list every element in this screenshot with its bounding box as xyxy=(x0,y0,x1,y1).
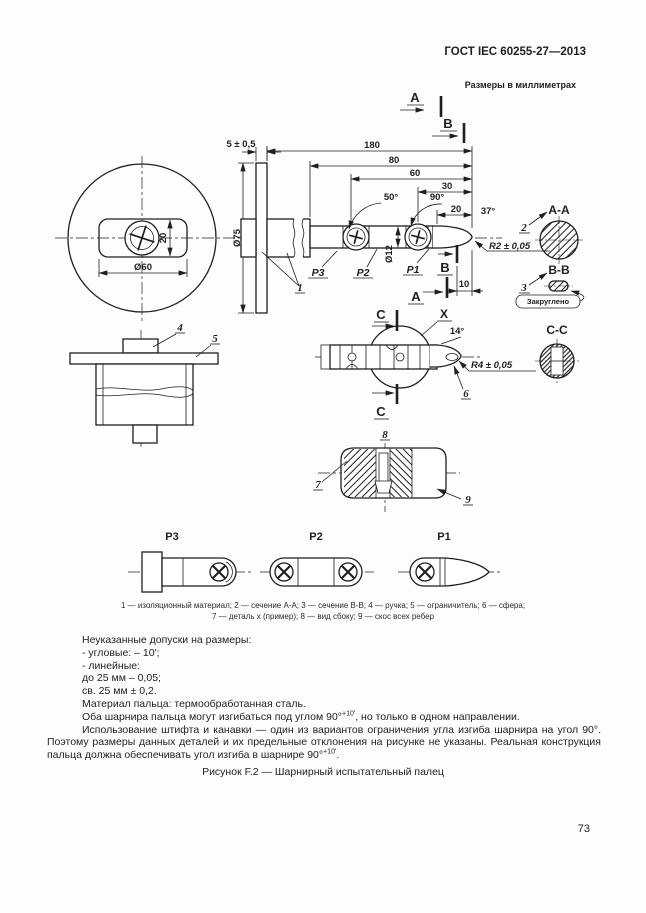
note-hinges-text: Оба шарнира пальца могут изгибаться под … xyxy=(82,710,342,723)
dim-5: 5 ± 0,5 xyxy=(227,139,257,150)
dim-90deg: 90° xyxy=(430,192,445,203)
rounded-note: Закруглено xyxy=(527,297,570,306)
part-label-p2: P2 xyxy=(357,267,370,279)
dim-dia60: Ø60 xyxy=(134,262,152,273)
section-mark-c-bottom: C xyxy=(376,404,386,419)
hinge-detail-view: 8 7 9 xyxy=(313,429,473,512)
section-aa-title: A-A xyxy=(548,203,570,217)
item-1: 1 xyxy=(297,282,303,294)
notes-block: Неуказанные допуски на размеры: - угловы… xyxy=(47,634,601,762)
detail-x-view: 14° R4 ± 0,05 6 X C C xyxy=(315,307,536,420)
dim-14deg: 14° xyxy=(450,326,465,337)
part-p3-title: P3 xyxy=(165,531,178,543)
note-hinges: Оба шарнира пальца могут изгибаться под … xyxy=(47,710,601,724)
note-pin-groove-sup: +10' xyxy=(323,748,337,756)
note-angular: - угловые: – 10'; xyxy=(82,646,160,659)
dim-80: 80 xyxy=(389,155,400,166)
dim-50deg: 50° xyxy=(384,192,399,203)
dim-37deg: 37° xyxy=(481,206,496,217)
dim-10: 10 xyxy=(459,279,470,290)
figure-legend: 1 — изоляционный материал; 2 — сечение А… xyxy=(40,600,606,622)
section-mark-c-top: C xyxy=(376,307,386,322)
note-material: Материал пальца: термообработанная сталь… xyxy=(82,697,306,710)
part-label-p1: P1 xyxy=(407,264,420,276)
note-pin-groove: Использование штифта и канавки — один из… xyxy=(47,724,601,762)
dim-r2: R2 ± 0,05 xyxy=(489,241,531,252)
figure-caption: Рисунок F.2 — Шарнирный испытательный па… xyxy=(202,766,444,778)
section-mark-a-top: A xyxy=(410,90,420,105)
section-bb-title: B-B xyxy=(548,263,570,277)
units-note: Размеры в миллиметрах xyxy=(464,80,576,90)
section-mark-a-bottom: A xyxy=(411,289,421,304)
dim-180: 180 xyxy=(364,140,380,151)
item-9: 9 xyxy=(465,494,471,506)
page-number: 73 xyxy=(577,823,590,835)
section-aa: A-A 2 xyxy=(519,203,583,264)
note-over25: св. 25 мм ± 0,2. xyxy=(82,685,157,698)
part-views: P3 P2 P1 xyxy=(128,531,502,593)
dim-dia12: Ø12 xyxy=(384,245,395,263)
section-mark-b-bottom: B xyxy=(440,260,449,275)
section-cc: C-C xyxy=(535,323,579,383)
note-upto25: до 25 мм – 0,05; xyxy=(82,672,161,685)
dim-60: 60 xyxy=(410,168,421,179)
note-pin-groove-rest: . xyxy=(336,749,340,762)
figure-drawing: 20 Ø60 Ø75 5 ± 0,5 xyxy=(55,90,585,593)
item-6: 6 xyxy=(463,388,469,400)
hinge-screw-2 xyxy=(404,223,432,251)
standard-number: ГОСТ IEC 60255-27—2013 xyxy=(444,46,586,58)
dim-30: 30 xyxy=(442,181,453,192)
section-cc-title: C-C xyxy=(546,323,568,337)
dim-dia75: Ø75 xyxy=(232,228,243,247)
note-pin-groove-text: Использование штифта и канавки — один из… xyxy=(47,723,601,762)
part-label-p3: P3 xyxy=(312,267,325,279)
note-hinges-sup: +10' xyxy=(342,710,356,718)
dim-r4: R4 ± 0,05 xyxy=(471,360,513,371)
main-view: 20 Ø60 Ø75 5 ± 0,5 xyxy=(55,90,550,322)
legend-line-1: 1 — изоляционный материал; 2 — сечение А… xyxy=(120,601,526,610)
note-linear: - линейные: xyxy=(82,659,141,672)
item-2: 2 xyxy=(520,222,527,234)
part-p2-title: P2 xyxy=(309,531,322,543)
item-7: 7 xyxy=(315,479,321,491)
item-3: 3 xyxy=(520,282,527,294)
item-8: 8 xyxy=(382,429,388,441)
part-p1-title: P1 xyxy=(437,531,450,543)
item-4: 4 xyxy=(176,322,183,334)
handle-assembly-view: 4 5 xyxy=(69,322,220,447)
dim-slot-20: 20 xyxy=(158,233,169,244)
item-5: 5 xyxy=(212,333,218,345)
detail-x-label: X xyxy=(440,307,448,321)
legend-line-2: 7 — деталь х (пример); 8 — вид сбоку; 9 … xyxy=(211,612,435,621)
note-tolerances-title: Неуказанные допуски на размеры: xyxy=(82,634,252,646)
note-hinges-rest: , но только в одном направлении. xyxy=(355,710,520,723)
section-bb: B-B 3 Закруглено xyxy=(515,263,585,309)
hinge-screw-1 xyxy=(342,223,370,251)
section-mark-b-top: B xyxy=(443,116,452,131)
dim-20: 20 xyxy=(451,204,462,215)
